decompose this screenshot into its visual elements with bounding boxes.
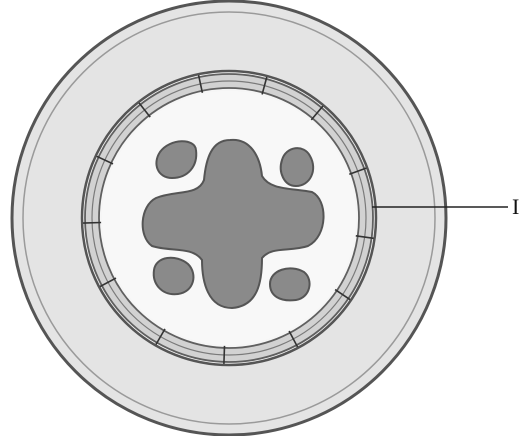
bundle-bottom-left <box>154 258 194 294</box>
band-division-line <box>83 223 101 224</box>
bundle-bottom-right <box>270 268 310 300</box>
band-division-line <box>224 346 225 364</box>
leader-label: I <box>512 194 519 219</box>
bundle-top-right <box>281 148 313 186</box>
